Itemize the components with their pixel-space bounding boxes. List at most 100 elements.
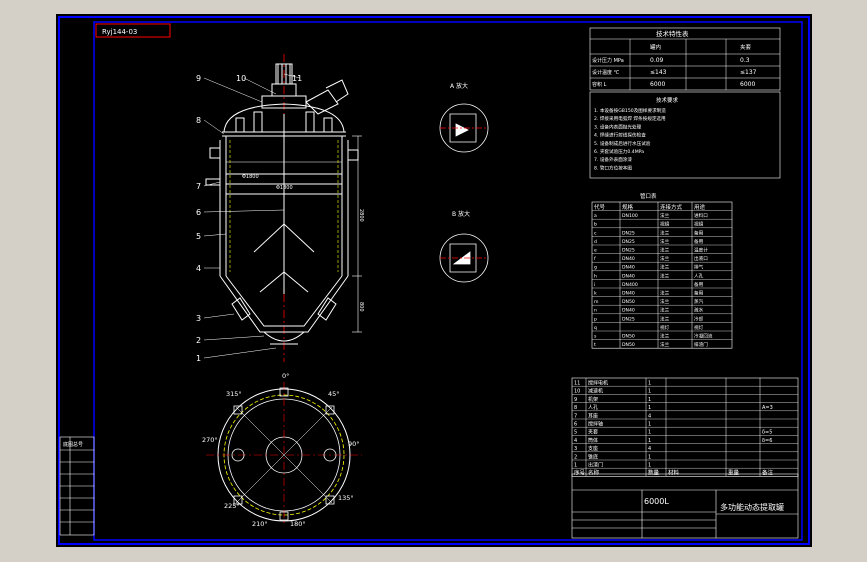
nozzle-cell: q xyxy=(594,326,597,331)
callout-leader xyxy=(243,77,277,95)
nozzle-cell: 出液口 xyxy=(694,255,708,262)
tech-note-line: 2. 焊接采用电弧焊 焊条按规定选用 xyxy=(594,115,666,122)
nozzle-cell: i xyxy=(594,282,595,288)
nozzle-cell: 备用 xyxy=(694,229,704,236)
nozzle-cell: 排气 xyxy=(694,264,704,271)
nozzle-cell: 进料口 xyxy=(694,212,708,219)
parts-cell: δ=6 xyxy=(762,438,772,444)
tech-row-inner: ≤143 xyxy=(650,69,667,76)
nozzle-cell: DN25 xyxy=(622,316,635,322)
tech-note-line: 8. 管口方位按本图 xyxy=(594,164,632,171)
angle-label: 0° xyxy=(282,372,289,380)
nozzle-cell: 法兰 xyxy=(660,264,670,271)
nozzle-cell: 视镜 xyxy=(694,221,704,228)
nozzle-cell: 人孔 xyxy=(694,272,704,279)
callout-leader xyxy=(283,73,301,79)
nozzle-cell: h xyxy=(594,273,597,279)
section-b-detail xyxy=(439,233,489,283)
tech-row-label: 设计压力 MPa xyxy=(592,57,624,64)
parts-header: 备注 xyxy=(762,469,774,477)
nozzle-cell: 冷却 xyxy=(694,315,704,322)
title-block xyxy=(571,473,799,539)
dim-d2: Φ1800 xyxy=(276,185,293,191)
title-tag: Ryj144-03 xyxy=(102,28,137,36)
nozzle-cell: 视镜 xyxy=(660,221,670,228)
nozzle-cell: n xyxy=(594,309,597,314)
nozzle-cell: m xyxy=(594,300,599,305)
nozzle-cell: 法兰 xyxy=(660,315,670,322)
nozzle-table-title: 管口表 xyxy=(640,192,657,200)
callout-number: 7 xyxy=(196,182,201,191)
nozzle-cell: 法兰 xyxy=(660,307,670,314)
parts-cell: 锥底 xyxy=(588,453,598,460)
tech-note-line: 1. 本设备按GB150及图样要求制造 xyxy=(594,107,666,114)
callout-number: 1 xyxy=(196,354,201,363)
callout-leader xyxy=(203,233,227,237)
dim-d1: Φ1800 xyxy=(242,174,259,180)
volume-label: 6000L xyxy=(644,497,669,506)
tech-note-line: 3. 设备内表面抛光处理 xyxy=(594,123,642,130)
parts-cell: 4 xyxy=(648,413,651,419)
parts-cell: 9 xyxy=(574,397,577,403)
nozzle-cell: d xyxy=(594,239,597,245)
parts-header: 名称 xyxy=(588,469,600,477)
parts-header: 数量 xyxy=(648,469,660,477)
parts-cell: 支座 xyxy=(588,445,598,452)
dim-height: 2800 xyxy=(358,209,364,222)
parts-cell: 1 xyxy=(648,454,651,460)
section-a-detail xyxy=(439,103,489,153)
parts-cell: 筒体 xyxy=(588,437,598,444)
nozzle-cell: 视灯 xyxy=(694,324,704,331)
tech-row-inner: 6000 xyxy=(650,81,665,88)
product-name: 多功能动态提取罐 xyxy=(720,502,784,512)
nozzle-cell: g xyxy=(594,266,597,271)
nozzle-cell: 法兰 xyxy=(660,298,670,305)
tech-notes-title: 技术要求 xyxy=(656,96,679,104)
nozzle-cell: 疏水 xyxy=(694,307,704,314)
nozzle-cell: DN100 xyxy=(622,213,638,219)
callout-number: 9 xyxy=(196,74,201,83)
parts-cell: 4 xyxy=(574,438,577,444)
parts-header: 序号 xyxy=(574,469,586,477)
nozzle-cell: DN40 xyxy=(622,308,635,314)
callout-number: 4 xyxy=(196,264,201,273)
parts-cell: δ=5 xyxy=(762,430,772,436)
nozzle-cell: p xyxy=(594,317,597,322)
parts-cell: 人孔 xyxy=(588,404,598,411)
left-table-label: 底图总号 xyxy=(63,441,83,448)
parts-cell: 减速机 xyxy=(588,388,603,395)
nozzle-cell: 法兰 xyxy=(660,341,670,348)
parts-cell: 10 xyxy=(574,389,580,395)
section-a-label: A 放大 xyxy=(450,82,468,90)
drawing-canvas: Ryj144-03 底图总号 xyxy=(56,14,812,547)
nozzle-cell: a xyxy=(594,214,597,219)
nozzle-cell: 备用 xyxy=(694,281,704,288)
hidden-lines xyxy=(229,140,339,272)
parts-cell: 机架 xyxy=(588,396,598,403)
vessel-plan-view xyxy=(206,382,362,526)
parts-cell: 出渣门 xyxy=(588,462,603,469)
outer-frame xyxy=(58,16,810,545)
callout-number: 6 xyxy=(196,208,201,217)
nozzle-cell: s xyxy=(594,335,597,340)
nozzle-cell: 备用 xyxy=(694,238,704,245)
parts-cell: 1 xyxy=(648,463,651,469)
nozzle-cell: 视灯 xyxy=(660,324,670,331)
tech-note-line: 4. 焊缝进行射线探伤检查 xyxy=(594,132,646,139)
plan-angle-labels: 0°45°90°135°180°210°225°270°315° xyxy=(202,372,360,528)
tech-note-line: 5. 设备制成后进行水压试验 xyxy=(594,140,651,147)
parts-cell: 1 xyxy=(648,389,651,395)
nozzle-cell: DN25 xyxy=(622,248,635,254)
nozzle-cell: 温度计 xyxy=(694,247,708,254)
nozzle-cell: 法兰 xyxy=(660,229,670,236)
nozzle-cell: 法兰 xyxy=(660,247,670,254)
nozzle-cell: c xyxy=(594,231,597,236)
nozzle-cell: 法兰 xyxy=(660,333,670,340)
angle-label: 315° xyxy=(226,390,242,398)
nozzle-cell: DN50 xyxy=(622,334,635,340)
title-tag-box xyxy=(95,23,171,38)
parts-cell: 11 xyxy=(574,381,580,387)
parts-cell: 1 xyxy=(648,405,651,411)
section-b-label: B 放大 xyxy=(452,210,470,218)
